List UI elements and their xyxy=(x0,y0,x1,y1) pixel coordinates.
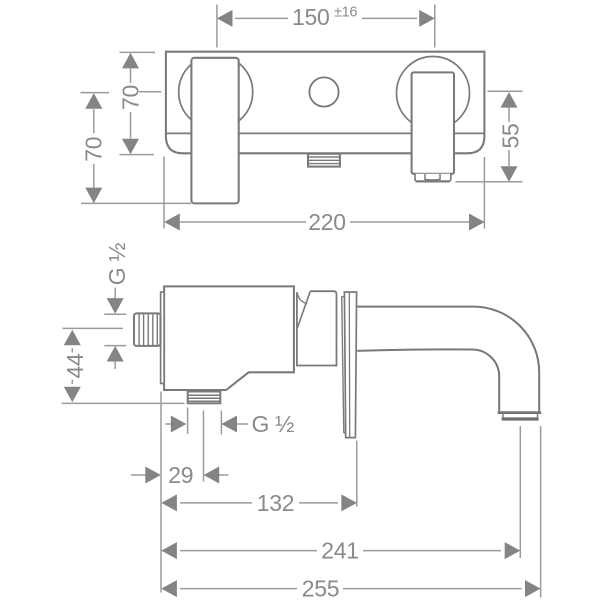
svg-text:241: 241 xyxy=(321,538,358,564)
svg-text:±16: ±16 xyxy=(334,5,357,21)
svg-text:70: 70 xyxy=(81,137,107,162)
svg-text:G ½: G ½ xyxy=(104,243,130,286)
svg-text:132: 132 xyxy=(257,490,294,516)
svg-text:29: 29 xyxy=(168,462,193,488)
svg-text:70: 70 xyxy=(118,85,144,110)
svg-text:150: 150 xyxy=(292,4,329,30)
svg-text:220: 220 xyxy=(308,209,345,235)
svg-text:255: 255 xyxy=(302,576,339,602)
svg-text:55: 55 xyxy=(498,124,524,149)
svg-text:44: 44 xyxy=(62,353,88,378)
svg-text:G ½: G ½ xyxy=(252,411,295,437)
